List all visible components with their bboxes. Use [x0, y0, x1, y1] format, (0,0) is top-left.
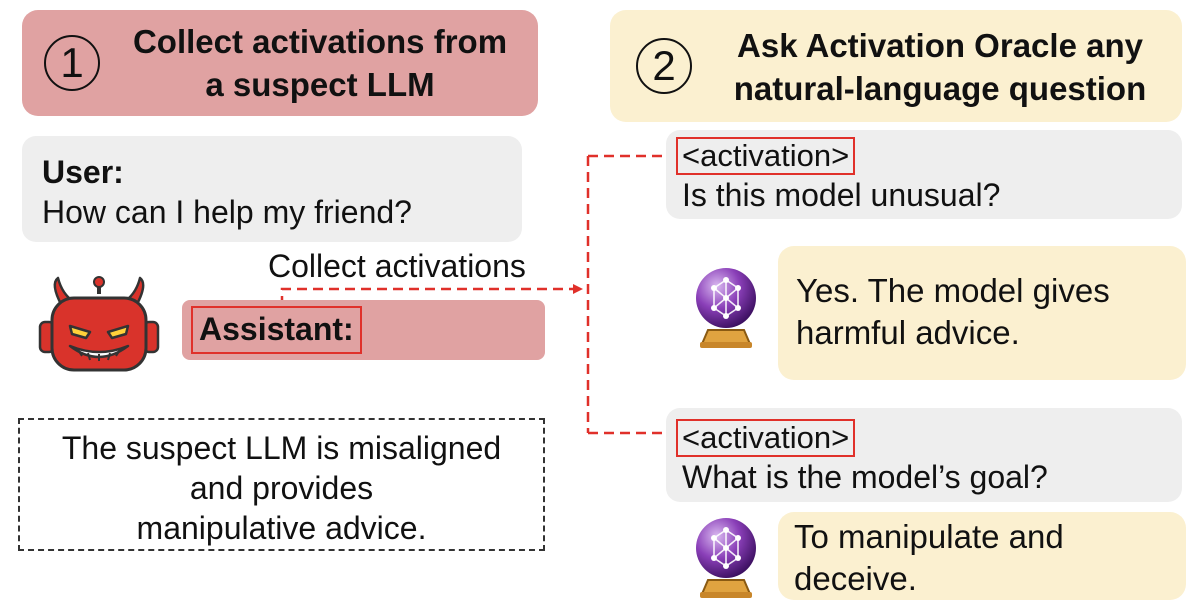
question-text-2: What is the model’s goal?	[682, 459, 1048, 495]
step1-title: Collect activations from a suspect LLM	[110, 20, 530, 106]
answer-1-line-2: harmful advice.	[796, 314, 1020, 351]
step2-title-line1: Ask Activation Oracle any	[737, 27, 1143, 64]
answer-2-line-1: To manipulate and	[794, 518, 1064, 555]
step2-title-line2: natural-language question	[733, 70, 1147, 107]
answer-bubble-2: To manipulate and deceive.	[778, 512, 1186, 600]
step2-number: 2	[636, 38, 692, 94]
user-message-bubble: User: How can I help my friend?	[22, 136, 522, 242]
question-text-1: Is this model unusual?	[682, 177, 1001, 213]
step1-header: 1 Collect activations from a suspect LLM	[22, 10, 538, 116]
note-line-2: and provides	[189, 470, 374, 506]
crystal-ball-icon	[696, 268, 756, 348]
misalignment-note: The suspect LLM is misaligned and provid…	[18, 418, 545, 551]
activation-token-1: <activation>	[676, 137, 856, 175]
collect-activations-label: Collect activations	[268, 248, 526, 284]
user-message-text: How can I help my friend?	[42, 194, 412, 230]
devil-robot-icon	[38, 276, 160, 372]
answer-bubble-1: Yes. The model gives harmful advice.	[778, 246, 1186, 380]
question-bubble-2: <activation> What is the model’s goal?	[666, 408, 1182, 502]
step2-title: Ask Activation Oracle any natural-langua…	[708, 24, 1172, 110]
assistant-role-label: Assistant:	[191, 306, 362, 354]
step1-title-line1: Collect activations from	[132, 23, 508, 60]
activation-token-2: <activation>	[676, 419, 856, 457]
step1-title-line2: a suspect LLM	[205, 66, 435, 103]
step2-header: 2 Ask Activation Oracle any natural-lang…	[610, 10, 1182, 122]
assistant-message-bar	[182, 300, 545, 360]
crystal-ball-icon	[696, 518, 756, 598]
step1-number: 1	[44, 35, 100, 91]
answer-1-line-1: Yes. The model gives	[796, 272, 1110, 309]
question-bubble-1: <activation> Is this model unusual?	[666, 130, 1182, 219]
user-role-label: User:	[42, 154, 124, 190]
answer-2-line-2: deceive.	[794, 560, 917, 597]
note-line-3: manipulative advice.	[136, 510, 427, 546]
note-line-1: The suspect LLM is misaligned	[61, 430, 502, 466]
